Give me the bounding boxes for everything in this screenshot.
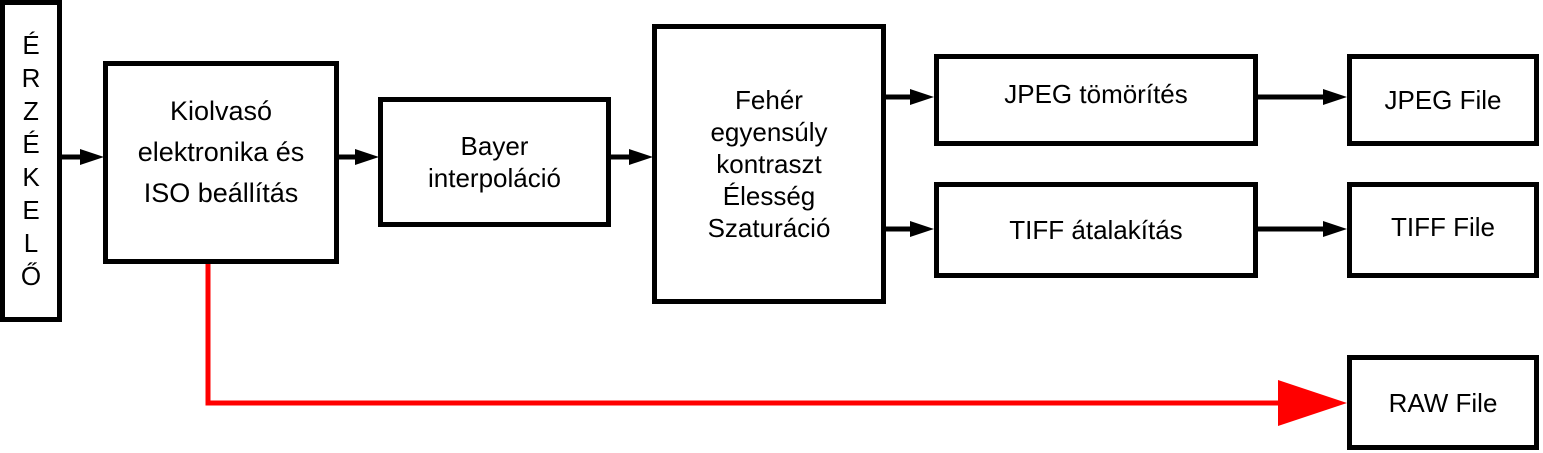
readout-line: Kiolvasó: [169, 96, 273, 126]
sensor-letter: Ő: [20, 261, 42, 291]
raw-file-label: RAW File: [1388, 387, 1498, 418]
readout-line: ISO beállítás: [143, 178, 299, 208]
readout-line: elektronika és: [137, 137, 305, 167]
tiff-conversion-label: TIFF átalakítás: [1009, 215, 1183, 245]
processing-line: Szaturáció: [707, 213, 831, 243]
processing-line: kontraszt: [716, 149, 822, 179]
jpeg-file-label: JPEG File: [1384, 85, 1502, 115]
sensor-letter: R: [21, 63, 41, 93]
sensor-letter: E: [22, 195, 40, 225]
arrow-processing-to-jpeg: [884, 89, 934, 105]
arrow-sensor-to-readout: [60, 149, 104, 165]
arrow-readout-to-bayer: [337, 149, 379, 165]
tiff-file-label: TIFF File: [1391, 212, 1495, 242]
processing-block: Fehér egyensúly kontraszt Élesség Szatur…: [652, 24, 886, 304]
tiff-file-block: TIFF File: [1347, 182, 1539, 278]
jpeg-compression-block: JPEG tömörítés: [934, 54, 1258, 146]
processing-line: Élesség: [722, 181, 816, 211]
arrow-jpeg-to-file: [1256, 89, 1347, 105]
sensor-letter: Z: [23, 96, 39, 126]
bayer-line: interpoláció: [428, 163, 561, 193]
raw-path-arrow: [205, 262, 1347, 426]
tiff-conversion-block: TIFF átalakítás: [934, 182, 1258, 278]
arrow-tiff-to-file: [1256, 221, 1347, 237]
processing-line: egyensúly: [710, 117, 828, 147]
sensor-letter: É: [22, 30, 40, 60]
arrow-bayer-to-processing: [609, 149, 653, 165]
arrow-processing-to-tiff: [884, 221, 934, 237]
sensor-letter: K: [22, 162, 40, 192]
sensor-letter: É: [22, 129, 40, 159]
bayer-block: Bayer interpoláció: [378, 97, 611, 227]
readout-block: Kiolvasó elektronika és ISO beállítás: [103, 61, 339, 264]
processing-line: Fehér: [735, 85, 803, 115]
sensor-block: É R Z É K E L Ő: [0, 0, 62, 322]
jpeg-compression-label: JPEG tömörítés: [1004, 79, 1188, 109]
sensor-letter: L: [23, 228, 39, 258]
raw-file-block: RAW File: [1347, 355, 1539, 450]
bayer-line: Bayer: [460, 131, 529, 161]
jpeg-file-block: JPEG File: [1347, 54, 1539, 146]
